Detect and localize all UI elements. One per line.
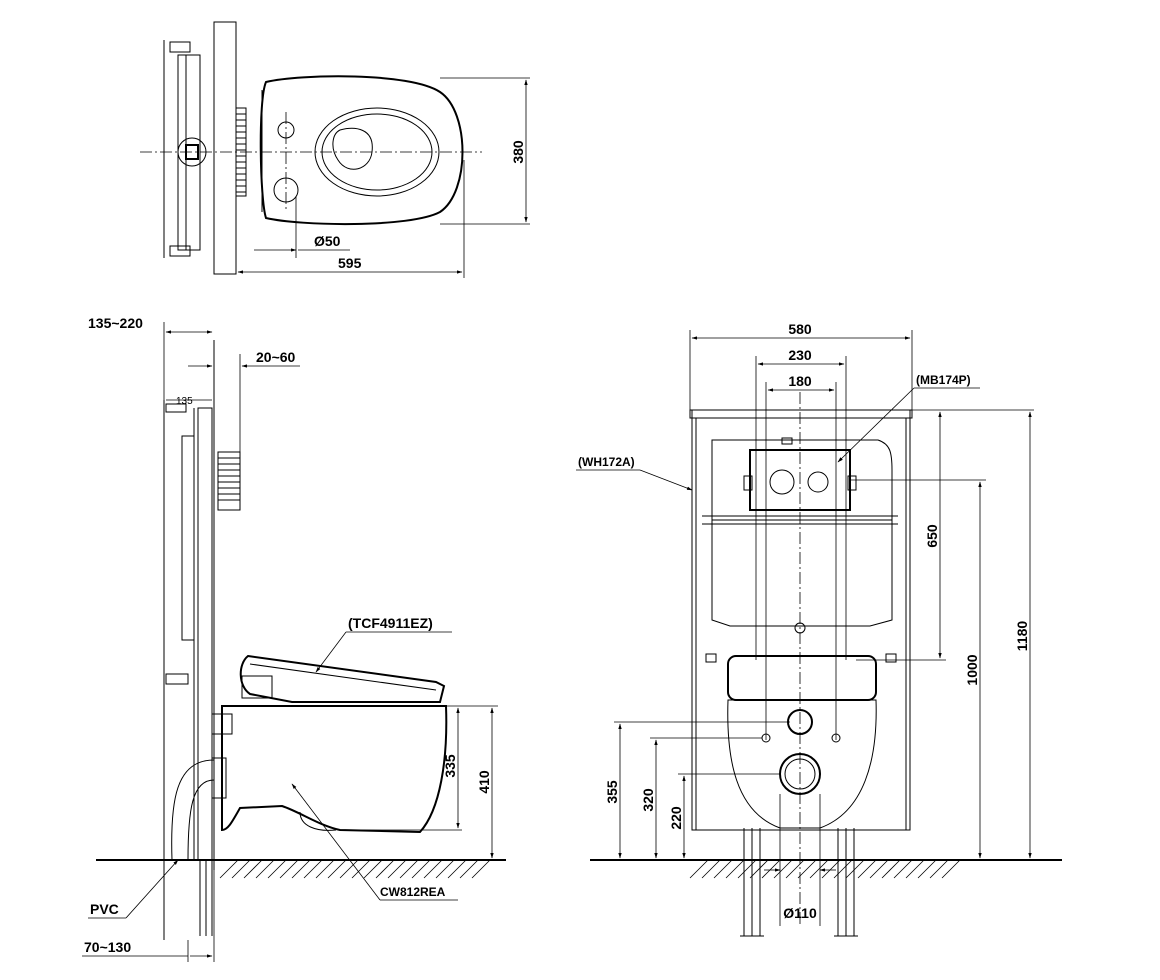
front-label-frame: (WH172A) [578,455,635,469]
front-label-plate: (MB174P) [916,373,971,387]
top-bowl-opening [332,127,373,170]
front-dim-button-height: 1000 [964,654,980,685]
side-dim-frame-small: 135 [176,396,193,407]
side-dim-floor-adj: 70~130 [84,939,131,955]
side-cistern [181,435,195,641]
side-dim-frame-depth: 135~220 [88,315,143,331]
top-view: 380 Ø50 595 [140,21,530,278]
front-button-left [769,469,795,495]
top-wall [213,21,237,275]
front-floor-hatch [689,859,961,879]
front-dim-bolt-height: 320 [640,788,656,812]
front-frame [691,409,911,831]
side-dim-rim-height: 410 [476,770,492,794]
top-toilet-seat [259,75,464,226]
front-dim-plate-drop: 650 [924,524,940,548]
front-dim-outlet-height: 220 [668,806,684,830]
top-dim-drain: Ø50 [314,233,341,249]
front-dim-outlet-dia: Ø110 [783,905,817,921]
front-view: 580 230 180 (MB174P) (WH172A) 650 1000 1… [576,321,1062,937]
side-label-pipe: PVC [90,901,119,917]
top-frame [177,54,201,251]
side-label-bowl: CW812REA [380,885,446,899]
front-dim-plate-width: 230 [788,347,812,363]
front-seat [727,655,877,701]
side-dim-flush-adj: 20~60 [256,349,296,365]
side-floor-hatch [219,859,491,879]
front-dim-frame-height: 1180 [1014,621,1030,652]
front-dim-frame-width: 580 [788,321,812,337]
side-seat [239,654,446,703]
top-dim-length: 595 [338,255,362,271]
front-bowl [727,699,877,829]
side-bowl [221,705,448,834]
side-view: 135~220 20~60 135 (TCF4911EZ) 335 410 CW… [82,315,506,962]
top-dim-width: 380 [510,140,526,164]
side-frame-post [197,407,213,861]
side-grill [217,451,241,511]
front-dim-inlet-height: 355 [604,780,620,804]
front-button-right [807,471,829,493]
side-dim-bowl-height: 335 [442,754,458,778]
front-cistern-body [711,520,893,627]
front-cistern-top [711,439,893,521]
side-pvc-pipe [171,759,215,861]
side-label-seat: (TCF4911EZ) [348,615,433,631]
front-dim-button-span: 180 [788,373,812,389]
